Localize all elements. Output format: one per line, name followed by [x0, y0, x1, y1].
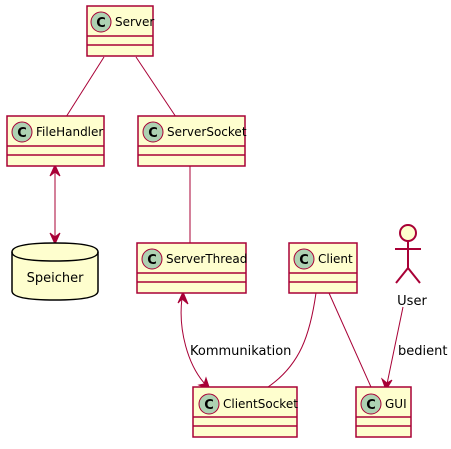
- class-c-icon: C: [11, 121, 33, 143]
- class-filehandler[interactable]: C FileHandler: [6, 115, 105, 167]
- svg-text:C: C: [204, 398, 214, 413]
- user-actor-icon: [395, 224, 421, 284]
- class-serverthread[interactable]: C ServerThread: [136, 242, 247, 294]
- edge-label-kommunikation: Kommunikation: [190, 344, 291, 359]
- svg-text:C: C: [17, 126, 27, 141]
- class-c-icon: C: [90, 11, 112, 33]
- arrowhead-speicher-end: [49, 232, 61, 246]
- class-name: ClientSocket: [223, 397, 298, 411]
- svg-text:C: C: [366, 398, 376, 413]
- edge-label-bedient: bedient: [398, 344, 447, 359]
- class-clientsocket[interactable]: C ClientSocket: [192, 386, 298, 438]
- svg-text:C: C: [147, 253, 157, 268]
- class-c-icon: C: [360, 393, 382, 415]
- svg-text:C: C: [148, 126, 158, 141]
- arrowhead-serverthread-end: [177, 290, 189, 305]
- arrowhead-gui-end: [380, 377, 393, 392]
- class-client[interactable]: C Client: [288, 242, 358, 294]
- class-name: Server: [115, 15, 154, 29]
- class-server[interactable]: C Server: [86, 5, 154, 57]
- actor-user[interactable]: User: [395, 224, 427, 309]
- class-c-icon: C: [293, 248, 315, 270]
- class-name: ServerThread: [166, 252, 247, 266]
- class-name: ServerSocket: [167, 125, 247, 139]
- actor-label: User: [397, 294, 427, 309]
- class-c-icon: C: [142, 121, 164, 143]
- edge-client-clientsocket: [267, 292, 317, 388]
- database-label: Speicher: [27, 271, 84, 286]
- svg-text:C: C: [96, 16, 106, 31]
- edge-user-gui: [386, 306, 404, 385]
- class-c-icon: C: [198, 393, 220, 415]
- edge-client-gui: [328, 292, 372, 388]
- edge-server-serversocket: [135, 56, 177, 118]
- edge-server-filehandler: [65, 56, 105, 118]
- class-serversocket[interactable]: C ServerSocket: [137, 115, 247, 167]
- class-name: GUI: [385, 397, 407, 411]
- class-name: Client: [318, 252, 353, 266]
- class-gui[interactable]: C GUI: [355, 386, 412, 438]
- class-name: FileHandler: [36, 125, 103, 139]
- arrowhead-filehandler-end: [49, 163, 61, 177]
- class-c-icon: C: [141, 248, 163, 270]
- svg-text:C: C: [299, 253, 309, 268]
- edge-serverthread-clientsocket: [180, 297, 206, 385]
- database-speicher[interactable]: Speicher: [11, 242, 99, 301]
